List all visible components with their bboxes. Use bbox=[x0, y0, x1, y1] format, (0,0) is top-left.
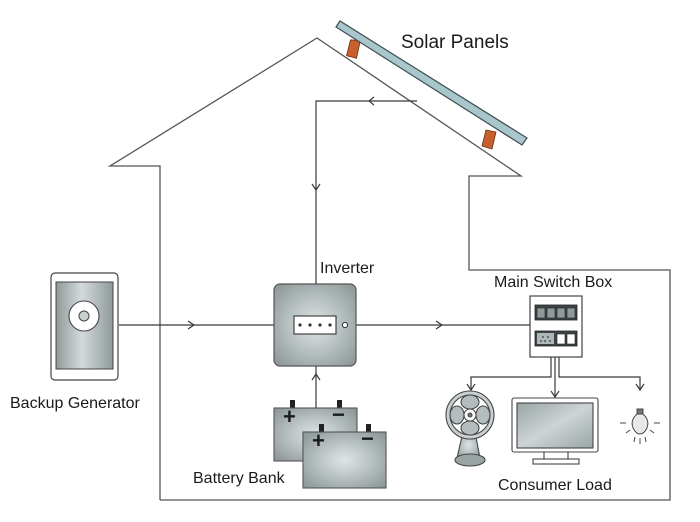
inverter-label: Inverter bbox=[320, 260, 375, 277]
inverter-icon bbox=[273, 283, 357, 367]
tv-icon bbox=[511, 397, 599, 465]
battery-2-negative: − bbox=[361, 426, 374, 451]
light-bulb-icon bbox=[620, 408, 660, 444]
wire-battery-to-inverter bbox=[311, 366, 321, 408]
house-outline bbox=[107, 37, 671, 501]
main-switch-box-label: Main Switch Box bbox=[494, 274, 613, 291]
battery-1-positive: + bbox=[283, 404, 296, 429]
wire-generator-to-inverter bbox=[119, 320, 274, 330]
backup-generator-label: Backup Generator bbox=[10, 395, 140, 412]
battery-icon bbox=[273, 400, 387, 489]
wire-switchbox-to-loads bbox=[466, 357, 645, 399]
battery-bank-label: Battery Bank bbox=[193, 470, 285, 487]
battery-2-positive: + bbox=[312, 428, 325, 453]
switch-box-icon bbox=[529, 295, 583, 358]
battery-1-negative: − bbox=[332, 402, 345, 427]
solar-panel-icon bbox=[335, 20, 528, 150]
wire-inverter-to-switchbox bbox=[356, 320, 530, 330]
generator-icon bbox=[50, 272, 119, 381]
wire-solar-to-inverter bbox=[311, 96, 417, 284]
fan-icon bbox=[445, 390, 495, 467]
solar-panels-label: Solar Panels bbox=[401, 32, 509, 53]
consumer-load-label: Consumer Load bbox=[498, 477, 612, 494]
